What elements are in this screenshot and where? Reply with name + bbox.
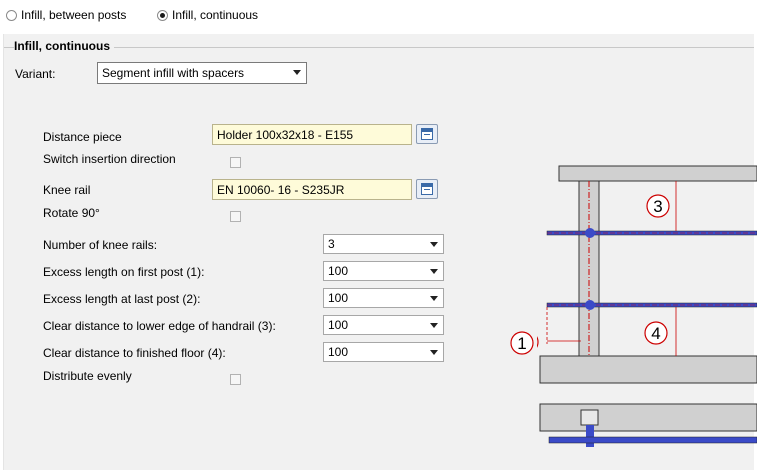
floor-slab [539,355,757,384]
radio-label: Infill, between posts [21,8,127,22]
spacer-dot [585,300,595,310]
param-label: Excess length at last post (2): [43,292,201,306]
radio-infill-between-posts[interactable]: Infill, between posts [6,8,126,22]
switch-insertion-checkbox[interactable] [230,157,241,168]
section-divider [4,47,10,48]
distance-piece-label: Distance piece [43,130,122,144]
marker-1-label: 1 [517,334,526,353]
cross-section-holder [586,425,594,447]
radio-checked-icon [157,9,168,21]
knee-rail-catalog-button[interactable] [416,179,438,199]
param-label: Number of knee rails: [43,238,158,252]
param-label: Clear distance to lower edge of handrail… [43,319,276,333]
radio-label: Infill, continuous [172,8,259,22]
variant-label: Variant: [15,67,56,81]
number-of-knee-rails-select[interactable]: 3 [323,234,444,254]
chevron-down-icon [430,323,438,328]
chevron-down-icon [430,350,438,355]
cross-section-post [580,409,599,426]
infill-continuous-panel: Infill, continuous Variant: Segment infi… [3,34,757,470]
excess-last-post-select[interactable]: 100 [323,288,444,308]
catalog-icon [421,183,433,195]
param-value: 100 [328,318,349,332]
knee-rail-label: Knee rail [43,183,91,197]
marker-1: 1 [510,331,534,355]
spacer-dot [585,228,595,238]
rotate-90-label: Rotate 90° [43,206,100,220]
marker-3-circle [646,194,670,218]
param-label: Excess length on first post (1): [43,265,205,279]
excess-first-post-select[interactable]: 100 [323,261,444,281]
variant-select[interactable]: Segment infill with spacers [97,62,307,84]
cross-section-slab [539,403,757,432]
clear-distance-handrail-select[interactable]: 100 [323,315,444,335]
marker-4-circle [644,321,668,345]
distribute-evenly-checkbox[interactable] [230,374,241,385]
knee-rail-value: EN 10060- 16 - S235JR [217,182,345,197]
switch-insertion-label: Switch insertion direction [43,152,176,166]
param-value: 100 [328,345,349,359]
marker-4-label: 4 [651,324,660,343]
distribute-evenly-label: Distribute evenly [43,369,132,383]
handrail [558,165,757,182]
distance-piece-value: Holder 100x32x18 - E155 [217,127,354,142]
chevron-down-icon [293,70,301,75]
catalog-icon [421,128,433,140]
distance-piece-field[interactable]: Holder 100x32x18 - E155 [212,124,412,145]
param-label: Clear distance to finished floor (4): [43,346,226,360]
cross-section-rail [548,436,757,444]
param-value: 100 [328,264,349,278]
clear-distance-floor-select[interactable]: 100 [323,342,444,362]
marker-1-circle [510,331,534,355]
knee-rail-field[interactable]: EN 10060- 16 - S235JR [212,179,412,200]
radio-infill-continuous[interactable]: Infill, continuous [157,8,258,22]
marker-1-circle [537,336,539,348]
marker-3-label: 3 [653,197,662,216]
radio-unchecked-icon [6,9,17,21]
infill-diagram: 3 4 [537,165,757,447]
param-value: 100 [328,291,349,305]
param-value: 3 [328,237,335,251]
section-title: Infill, continuous [14,39,114,53]
chevron-down-icon [430,269,438,274]
chevron-down-icon [430,296,438,301]
chevron-down-icon [430,242,438,247]
variant-value: Segment infill with spacers [102,66,245,80]
rotate-90-checkbox[interactable] [230,211,241,222]
section-divider [10,47,754,48]
distance-piece-catalog-button[interactable] [416,124,438,144]
